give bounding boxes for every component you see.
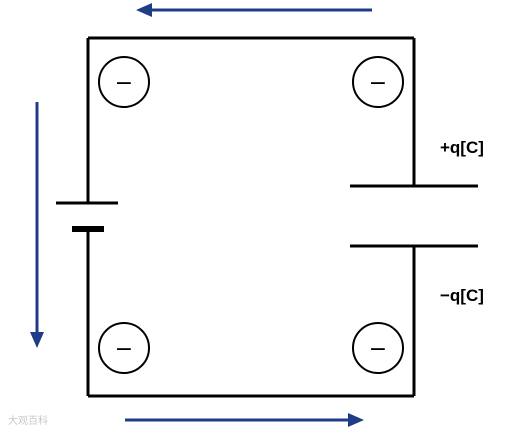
electron-circle	[352, 322, 404, 374]
electron-circle	[352, 56, 404, 108]
positive-charge-label: +q[C]	[440, 138, 484, 157]
capacitor-symbol	[350, 184, 478, 248]
electron-circle	[98, 56, 150, 108]
arrow-left-head	[30, 332, 44, 348]
electron-sign: −	[369, 71, 387, 96]
battery-symbol	[56, 201, 118, 232]
arrow-bottom-head	[348, 413, 364, 427]
arrow-bottom-right	[125, 413, 364, 427]
electron-top-left: −	[98, 56, 150, 108]
arrow-left-down	[30, 102, 44, 348]
electron-sign: −	[115, 337, 133, 362]
watermark: 大观百科	[8, 416, 48, 427]
circuit-wires	[86, 36, 416, 398]
electron-circle	[98, 322, 150, 374]
electron-bottom-right: −	[352, 322, 404, 374]
electron-top-right: −	[352, 56, 404, 108]
arrow-top-left	[136, 3, 372, 17]
arrow-top-head	[136, 3, 152, 17]
electron-sign: −	[115, 71, 133, 96]
negative-charge-label: −q[C]	[440, 286, 484, 305]
electron-bottom-left: −	[98, 322, 150, 374]
electron-sign: −	[369, 337, 387, 362]
